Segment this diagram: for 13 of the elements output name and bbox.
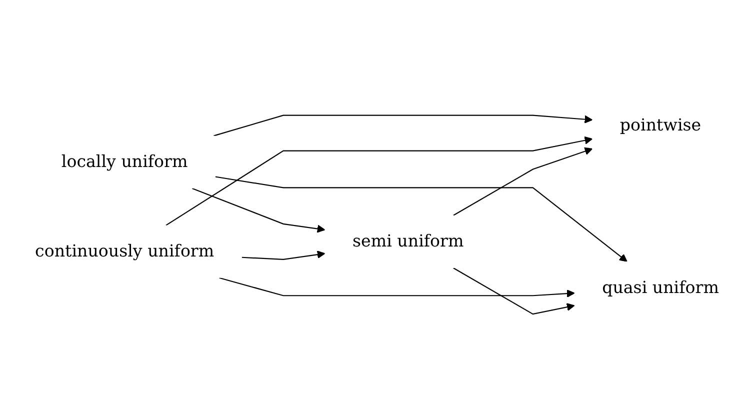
- arrow: [219, 277, 575, 298]
- node-text: semi uniform: [352, 232, 464, 252]
- node-text: pointwise: [620, 116, 702, 135]
- node-text: locally uniform: [61, 152, 188, 172]
- node-text: continuously uniform: [35, 242, 214, 262]
- arrow: [166, 136, 593, 226]
- arrow: [192, 188, 326, 233]
- node-text: quasi uniform: [602, 278, 719, 298]
- arrow: [453, 267, 575, 315]
- arrow: [242, 250, 326, 260]
- arrow: [215, 176, 628, 262]
- arrow: [453, 147, 593, 216]
- arrow: [214, 114, 593, 136]
